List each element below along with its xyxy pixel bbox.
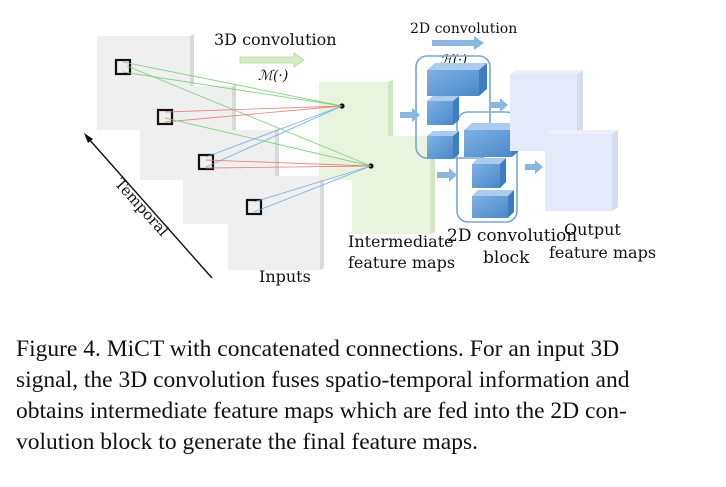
cube: [427, 131, 459, 159]
mict-diagram: Temporal: [84, 21, 656, 286]
intermediate-map-2: [352, 134, 435, 234]
conv3d-annotation: 3D convolution ℳ(·): [214, 30, 337, 84]
arrow-to-block-1: [400, 108, 420, 122]
inputs-label: Inputs: [259, 267, 311, 286]
arrow-to-block-2: [437, 168, 457, 182]
conv2d-arrow: [432, 36, 484, 50]
cube: [472, 158, 506, 188]
conv2d-label: 2D convolution: [410, 21, 517, 37]
conv3d-label: 3D convolution: [214, 30, 337, 49]
output-feature-maps: [510, 70, 618, 211]
figure-caption: Figure 4. MiCT with concatenated connect…: [16, 334, 716, 458]
conv2d-annotation: 2D convolution ℋ(·): [410, 21, 517, 68]
block-label-line1: 2D convolution: [447, 226, 577, 246]
cube: [427, 63, 487, 96]
component-labels: Inputs Intermediate feature maps 2D conv…: [259, 220, 656, 286]
caption-line-3: obtains intermediate feature maps which …: [16, 398, 627, 424]
caption-line-4: volution block to generate the final fea…: [16, 429, 479, 455]
cube: [472, 190, 514, 218]
input-kernel-2: [156, 108, 174, 126]
input-kernel-3: [197, 153, 215, 171]
output-map-2: [545, 130, 618, 211]
temporal-axis-arrowhead: [84, 133, 93, 143]
temporal-axis-line: [87, 137, 213, 279]
cube: [427, 96, 459, 125]
output-label-line1: Output: [564, 220, 621, 239]
caption-line-1: Figure 4. MiCT with concatenated connect…: [16, 336, 620, 362]
intermediate-label-line1: Intermediate: [348, 232, 454, 251]
block-frame-2: [456, 111, 518, 223]
connection-lines: [122, 61, 372, 213]
intermediate-feature-maps: [319, 80, 435, 234]
input-kernel-4: [245, 198, 263, 216]
arrow-to-output-1: [490, 98, 508, 112]
arrow-to-output-2: [525, 160, 543, 174]
temporal-label: Temporal: [111, 175, 172, 240]
block-cubes-1: [427, 63, 487, 159]
conv3d-arrow: [239, 52, 305, 68]
caption-line-2: signal, the 3D convolution fuses spatio-…: [16, 367, 630, 393]
conv3d-symbol: ℳ(·): [258, 68, 288, 84]
input-frame-4: [228, 174, 324, 270]
flow-arrows: [400, 98, 543, 182]
input-frames: [97, 34, 324, 270]
output-label-line2: feature maps: [549, 243, 656, 262]
intermediate-label-line2: feature maps: [348, 253, 455, 272]
block-label-line2: block: [483, 248, 530, 268]
